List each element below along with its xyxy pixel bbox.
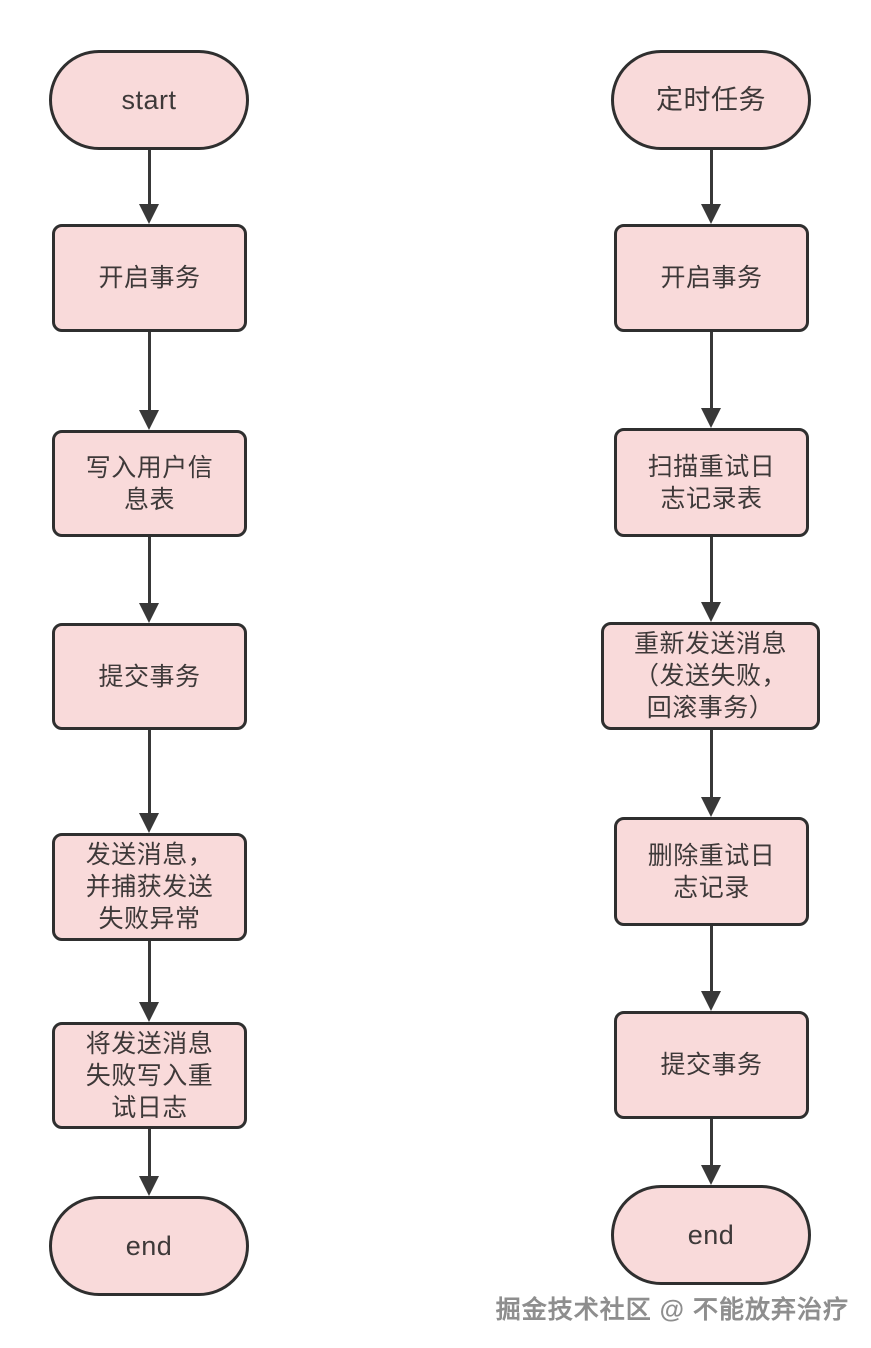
flow-node-end-right: end <box>611 1185 811 1285</box>
node-label: 扫描重试日 志记录表 <box>647 452 776 513</box>
arrow-down-icon <box>701 150 721 224</box>
arrow-head-icon <box>139 813 159 833</box>
node-label: 写入用户信 息表 <box>85 453 214 514</box>
node-label: start <box>121 84 177 115</box>
arrow-head-icon <box>701 408 721 428</box>
arrow-line <box>709 150 713 208</box>
arrow-head-icon <box>139 1176 159 1196</box>
watermark-text: 掘金技术社区 @ 不能放弃治疗 <box>495 1296 849 1324</box>
node-label: 开启事务 <box>98 264 201 292</box>
arrow-down-icon <box>701 537 721 622</box>
flow-node-commit-transaction-left: 提交事务 <box>52 623 247 730</box>
flow-node-scheduled-task: 定时任务 <box>611 50 811 150</box>
arrow-head-icon <box>701 1165 721 1185</box>
flow-node-write-user-table: 写入用户信 息表 <box>52 430 247 537</box>
node-label: 删除重试日 志记录 <box>647 841 776 902</box>
arrow-head-icon <box>139 1002 159 1022</box>
arrow-head-icon <box>701 797 721 817</box>
flow-node-start: start <box>49 50 249 150</box>
flow-node-end-left: end <box>49 1196 249 1296</box>
flow-node-open-transaction-right: 开启事务 <box>614 224 809 332</box>
flow-node-open-transaction-left: 开启事务 <box>52 224 247 332</box>
arrow-down-icon <box>139 1129 159 1196</box>
arrow-down-icon <box>701 332 721 428</box>
arrow-head-icon <box>139 603 159 623</box>
arrow-down-icon <box>139 941 159 1022</box>
arrow-line <box>147 332 151 414</box>
arrow-head-icon <box>701 602 721 622</box>
node-label: 提交事务 <box>660 1051 763 1079</box>
arrow-down-icon <box>139 150 159 224</box>
flow-node-commit-transaction-right: 提交事务 <box>614 1011 809 1119</box>
node-label: end <box>125 1230 173 1261</box>
arrow-head-icon <box>701 204 721 224</box>
flow-node-write-retry-log: 将发送消息 失败写入重 试日志 <box>52 1022 247 1129</box>
arrow-down-icon <box>701 730 721 817</box>
flow-node-delete-retry-log: 删除重试日 志记录 <box>614 817 809 926</box>
arrow-down-icon <box>701 1119 721 1185</box>
arrow-line <box>147 150 151 208</box>
node-label: 开启事务 <box>660 264 763 292</box>
arrow-down-icon <box>139 537 159 623</box>
arrow-head-icon <box>139 410 159 430</box>
arrow-down-icon <box>701 926 721 1011</box>
node-label: 定时任务 <box>656 84 766 115</box>
arrow-line <box>147 537 151 607</box>
arrow-down-icon <box>139 332 159 430</box>
flow-node-send-message-catch-failure: 发送消息， 并捕获发送 失败异常 <box>52 833 247 941</box>
node-label: 发送消息， 并捕获发送 失败异常 <box>85 841 214 933</box>
node-label: 将发送消息 失败写入重 试日志 <box>85 1029 214 1122</box>
arrow-down-icon <box>139 730 159 833</box>
arrow-line <box>147 1129 151 1180</box>
arrow-line <box>709 1119 713 1169</box>
arrow-head-icon <box>139 204 159 224</box>
arrow-line <box>709 926 713 995</box>
node-label: end <box>687 1219 735 1250</box>
node-label: 提交事务 <box>98 662 201 691</box>
arrow-line <box>709 537 713 606</box>
arrow-line <box>709 332 713 412</box>
flow-node-scan-retry-log-table: 扫描重试日 志记录表 <box>614 428 809 537</box>
arrow-line <box>147 941 151 1006</box>
arrow-line <box>709 730 713 801</box>
arrow-head-icon <box>701 991 721 1011</box>
arrow-line <box>147 730 151 817</box>
node-label: 重新发送消息 （发送失败， 回滚事务） <box>633 630 787 722</box>
flow-node-resend-message: 重新发送消息 （发送失败， 回滚事务） <box>601 622 820 730</box>
